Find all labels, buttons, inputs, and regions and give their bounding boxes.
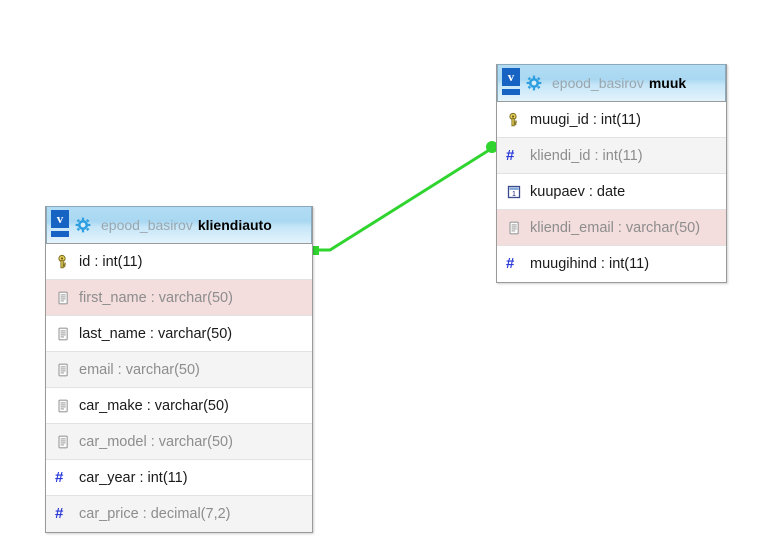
column-label: kliendi_id : int(11): [530, 148, 643, 164]
text-column-icon: [55, 434, 71, 450]
text-column-icon: [506, 220, 522, 236]
view-badge-letter: v: [502, 68, 520, 86]
column-row[interactable]: # kliendi_id : int(11): [497, 138, 726, 174]
column-row[interactable]: id : int(11): [46, 244, 312, 280]
text-column-icon: [55, 398, 71, 414]
primary-key-icon: [55, 254, 71, 270]
column-label: car_year : int(11): [79, 470, 188, 486]
numeric-column-icon: #: [55, 470, 71, 486]
date-column-icon: 1: [506, 184, 522, 200]
column-row[interactable]: 1 kuupaev : date: [497, 174, 726, 210]
text-column-icon: [55, 362, 71, 378]
relationship-line-kliendiauto-muuk[interactable]: [314, 147, 494, 250]
column-label: id : int(11): [79, 254, 142, 270]
table-header-muuk[interactable]: v epood_basirov muuk: [497, 64, 726, 102]
column-label: kliendi_email : varchar(50): [530, 220, 700, 236]
table-title: kliendiauto: [198, 217, 272, 233]
column-row[interactable]: muugi_id : int(11): [497, 102, 726, 138]
text-column-icon: [55, 290, 71, 306]
text-column-icon: [55, 326, 71, 342]
column-label: email : varchar(50): [79, 362, 200, 378]
primary-key-icon: [506, 112, 522, 128]
numeric-column-icon: #: [506, 256, 522, 272]
column-label: kuupaev : date: [530, 184, 625, 200]
column-row[interactable]: # car_year : int(11): [46, 460, 312, 496]
table-box-muuk[interactable]: v epood_basirov muuk muugi_id : int(11) # kli…: [496, 64, 727, 283]
table-title: muuk: [649, 75, 686, 91]
table-header-kliendiauto[interactable]: v epood_basirov kliendiauto: [46, 206, 312, 244]
column-row[interactable]: email : varchar(50): [46, 352, 312, 388]
view-badge-icon: v: [502, 68, 520, 98]
view-badge-bar: [502, 89, 520, 95]
column-row[interactable]: # car_price : decimal(7,2): [46, 496, 312, 532]
column-label: car_make : varchar(50): [79, 398, 229, 414]
column-label: first_name : varchar(50): [79, 290, 233, 306]
column-row[interactable]: car_model : varchar(50): [46, 424, 312, 460]
column-label: car_model : varchar(50): [79, 434, 233, 450]
gear-icon[interactable]: [526, 75, 542, 91]
column-label: muugihind : int(11): [530, 256, 649, 272]
table-schema-name: epood_basirov: [101, 217, 193, 233]
gear-icon[interactable]: [75, 217, 91, 233]
numeric-column-icon: #: [506, 148, 522, 164]
column-label: muugi_id : int(11): [530, 112, 641, 128]
view-badge-icon: v: [51, 210, 69, 240]
column-row[interactable]: kliendi_email : varchar(50): [497, 210, 726, 246]
view-badge-letter: v: [51, 210, 69, 228]
column-label: car_price : decimal(7,2): [79, 506, 231, 522]
column-row[interactable]: last_name : varchar(50): [46, 316, 312, 352]
column-row[interactable]: # muugihind : int(11): [497, 246, 726, 282]
svg-text:1: 1: [512, 191, 516, 198]
table-box-kliendiauto[interactable]: v epood_basirov kliendiauto id : int(11) fir…: [45, 206, 313, 533]
numeric-column-icon: #: [55, 506, 71, 522]
column-row[interactable]: first_name : varchar(50): [46, 280, 312, 316]
column-label: last_name : varchar(50): [79, 326, 232, 342]
column-row[interactable]: car_make : varchar(50): [46, 388, 312, 424]
view-badge-bar: [51, 231, 69, 237]
table-schema-name: epood_basirov: [552, 75, 644, 91]
